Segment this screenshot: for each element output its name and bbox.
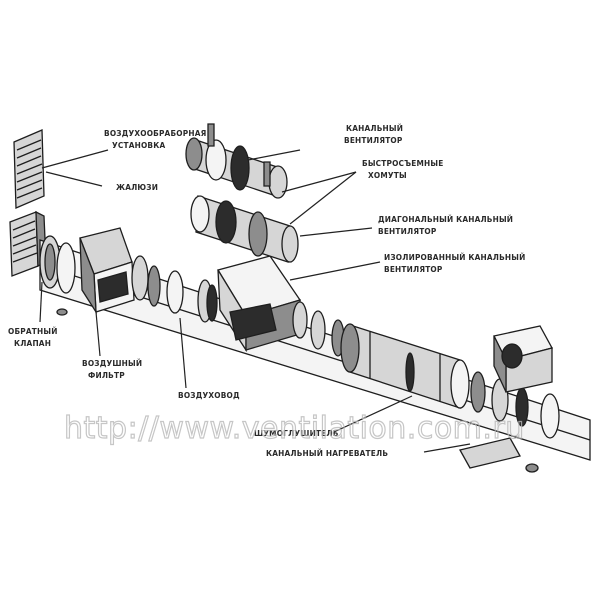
label-diagonal-fan-line2: ВЕНТИЛЯТОР <box>378 226 437 236</box>
duct-heater <box>470 371 560 439</box>
label-air-duct: ВОЗДУХОВОД <box>178 390 240 400</box>
label-insulated-fan-line1: ИЗОЛИРОВАННЫЙ КАНАЛЬНЫЙ <box>384 251 525 262</box>
label-air-handling-unit-line1: ВОЗДУХООБРАБОРНАЯ <box>104 128 206 138</box>
label-diagonal-fan-line1: ДИАГОНАЛЬНЫЙ КАНАЛЬНЫЙ <box>378 213 513 224</box>
label-air-filter-line1: ВОЗДУШНЫЙ <box>82 357 142 368</box>
label-quick-clamps-line1: БЫСТРОСЪЕМНЫЕ <box>362 158 443 168</box>
diagonal-channel-fan <box>190 195 299 263</box>
label-check-valve-line1: ОБРАТНЫЙ <box>8 325 58 336</box>
insulated-channel-fan <box>216 255 308 353</box>
small-fitting <box>56 308 68 316</box>
label-quick-clamps-line2: ХОМУТЫ <box>368 170 407 180</box>
label-insulated-fan-line2: ВЕНТИЛЯТОР <box>384 264 443 274</box>
duct-heater-terminal <box>459 437 539 473</box>
label-air-filter-line2: ФИЛЬТР <box>88 370 125 380</box>
label-silencer: ШУМОГЛУШИТЕЛЬ <box>254 428 339 438</box>
leader-lines <box>39 149 471 453</box>
channel-fan <box>185 123 288 199</box>
label-louvers: ЖАЛЮЗИ <box>116 182 158 192</box>
label-air-handling-unit-line2: УСТАНОВКА <box>112 140 165 150</box>
outlet-fan-box <box>493 325 553 393</box>
louver-grille-top <box>13 129 45 209</box>
labels: ВОЗДУХООБРАБОРНАЯ УСТАНОВКА ЖАЛЮЗИ КАНАЛ… <box>8 122 525 458</box>
check-valve <box>39 235 76 294</box>
label-channel-fan-line2: ВЕНТИЛЯТОР <box>344 135 403 145</box>
label-duct-heater: КАНАЛЬНЫЙ НАГРЕВАТЕЛЬ <box>266 447 388 458</box>
watermark-url: http://www.ventilation.com.ru <box>64 411 525 446</box>
silencer <box>340 323 470 409</box>
label-check-valve-line2: КЛАПАН <box>14 338 51 348</box>
louver-grille-bottom <box>9 210 47 277</box>
air-filter-box <box>79 227 149 315</box>
air-duct-section <box>147 265 218 323</box>
label-channel-fan-line1: КАНАЛЬНЫЙ <box>346 122 403 133</box>
